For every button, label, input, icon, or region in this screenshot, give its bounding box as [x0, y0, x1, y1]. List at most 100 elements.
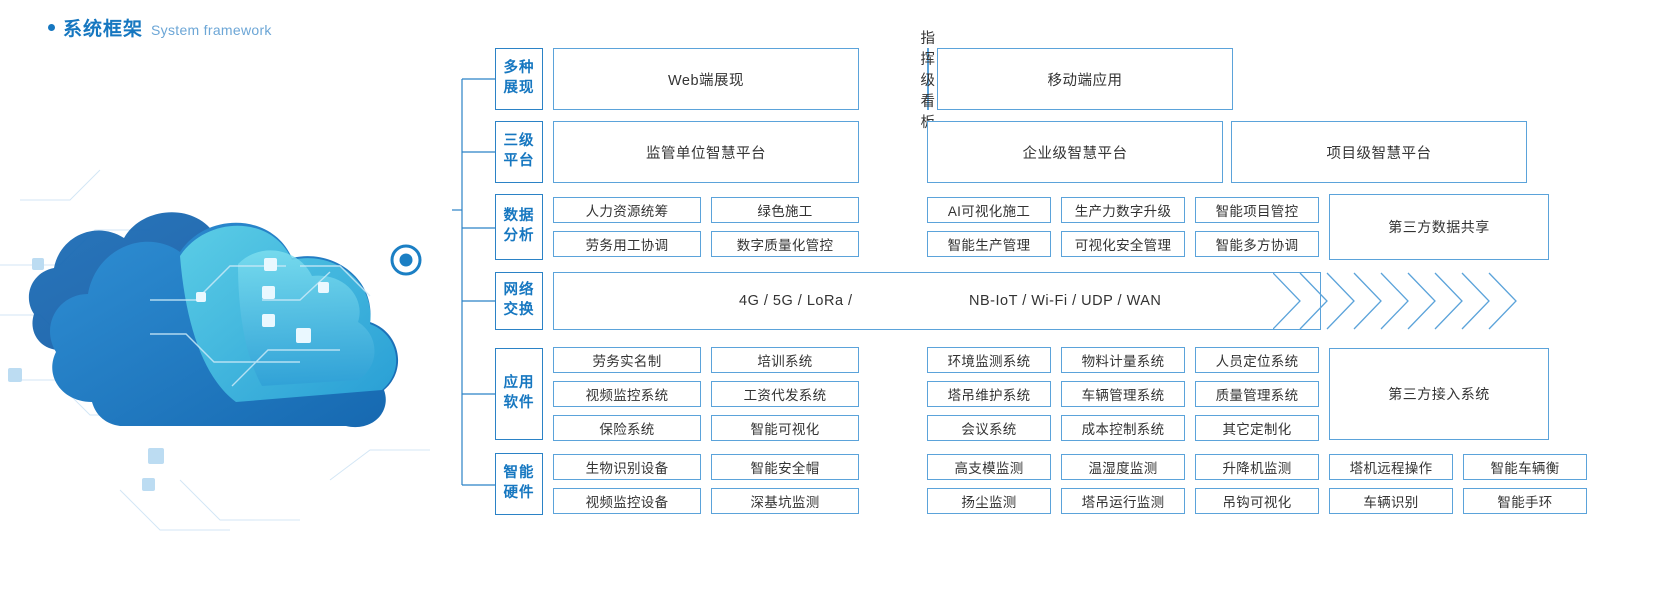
- cell-hoist-monitoring[interactable]: 升降机监测: [1195, 454, 1319, 480]
- box-third-party-data-sharing[interactable]: 第三方数据共享: [1329, 194, 1549, 260]
- network-protocol-band[interactable]: 4G / 5G / LoRa / NB-IoT / Wi-Fi / UDP / …: [553, 272, 1321, 330]
- cell-visual-safety-mgmt[interactable]: 可视化安全管理: [1061, 231, 1185, 257]
- cell-environment-monitoring[interactable]: 环境监测系统: [927, 347, 1051, 373]
- row-label-presentation: 多种 展现: [495, 48, 543, 110]
- grid-row: 生物识别设备 智能安全帽: [553, 454, 859, 480]
- hardware-mid-grid: 高支模监测 温湿度监测 升降机监测 扬尘监测 塔吊运行监测 吊钩可视化: [927, 453, 1319, 515]
- connector-tree: [452, 48, 552, 516]
- grid-row: 会议系统 成本控制系统 其它定制化: [927, 415, 1319, 441]
- cell-smart-wristband[interactable]: 智能手环: [1463, 488, 1587, 514]
- row-data-analysis: 数据 分析 人力资源统筹 绿色施工 劳务用工协调 数字质量化管控 AI可视化施工…: [495, 194, 1549, 260]
- row-presentation: 多种 展现 Web端展现 指挥级看板 移动端应用: [495, 30, 1233, 131]
- grid-row: AI可视化施工 生产力数字升级 智能项目管控: [927, 197, 1319, 223]
- data-analysis-left-grid: 人力资源统筹 绿色施工 劳务用工协调 数字质量化管控: [553, 194, 859, 260]
- network-protocols-group2: NB-IoT / Wi-Fi / UDP / WAN: [969, 293, 1162, 309]
- grid-row: 塔吊维护系统 车辆管理系统 质量管理系统: [927, 381, 1319, 407]
- cell-smart-multiparty-coord[interactable]: 智能多方协调: [1195, 231, 1319, 257]
- cell-productivity-upgrade[interactable]: 生产力数字升级: [1061, 197, 1185, 223]
- grid-row: 人力资源统筹 绿色施工: [553, 197, 859, 223]
- grid-row: 车辆识别 智能手环: [1329, 488, 1587, 514]
- cell-crane-operation-monitoring[interactable]: 塔吊运行监测: [1061, 488, 1185, 514]
- cell-vehicle-management[interactable]: 车辆管理系统: [1061, 381, 1185, 407]
- cell-material-metering[interactable]: 物料计量系统: [1061, 347, 1185, 373]
- box-supervisor-platform[interactable]: 监管单位智慧平台: [553, 121, 859, 183]
- cell-hr-planning[interactable]: 人力资源统筹: [553, 197, 701, 223]
- application-left-grid: 劳务实名制 培训系统 视频监控系统 工资代发系统 保险系统 智能可视化: [553, 347, 859, 441]
- cell-video-surveillance-device[interactable]: 视频监控设备: [553, 488, 701, 514]
- bullet-dot-icon: [48, 24, 55, 31]
- row-label-data-analysis: 数据 分析: [495, 194, 543, 260]
- grid-row: 劳务用工协调 数字质量化管控: [553, 231, 859, 257]
- cell-smart-project-control[interactable]: 智能项目管控: [1195, 197, 1319, 223]
- grid-row: 高支模监测 温湿度监测 升降机监测: [927, 454, 1319, 480]
- cell-digital-quality-control[interactable]: 数字质量化管控: [711, 231, 859, 257]
- row-label-line2: 软件: [503, 395, 535, 411]
- title-english: System framework: [151, 22, 272, 38]
- title-chinese: 系统框架: [63, 19, 144, 40]
- box-command-dashboard[interactable]: 指挥级看板: [920, 30, 936, 131]
- application-mid-grid: 环境监测系统 物料计量系统 人员定位系统 塔吊维护系统 车辆管理系统 质量管理系…: [927, 347, 1319, 441]
- box-web-presentation[interactable]: Web端展现: [553, 48, 859, 110]
- cell-labor-coordination[interactable]: 劳务用工协调: [553, 231, 701, 257]
- row-label-line1: 数据: [503, 208, 535, 225]
- row-label-platform: 三级 平台: [495, 121, 543, 183]
- grid-row: 扬尘监测 塔吊运行监测 吊钩可视化: [927, 488, 1319, 514]
- row-label-line2: 平台: [503, 153, 535, 169]
- cell-labor-realname[interactable]: 劳务实名制: [553, 347, 701, 373]
- page-title: 系统框架 System framework: [48, 14, 272, 41]
- cell-smart-helmet[interactable]: 智能安全帽: [711, 454, 859, 480]
- cell-other-customization[interactable]: 其它定制化: [1195, 415, 1319, 441]
- cloud-illustration: [0, 50, 470, 570]
- grid-row: 塔机远程操作 智能车辆衡: [1329, 454, 1587, 480]
- box-project-platform[interactable]: 项目级智慧平台: [1231, 121, 1527, 183]
- grid-row: 劳务实名制 培训系统: [553, 347, 859, 373]
- row-network-exchange: 网络 交换 4G / 5G / LoRa / NB-IoT / Wi-Fi / …: [495, 272, 1321, 330]
- row-label-smart-hardware: 智能 硬件: [495, 453, 543, 515]
- cell-smart-weighbridge[interactable]: 智能车辆衡: [1463, 454, 1587, 480]
- cell-hook-visualization[interactable]: 吊钩可视化: [1195, 488, 1319, 514]
- row-application-software: 应用 软件 劳务实名制 培训系统 视频监控系统 工资代发系统 保险系统 智能可视…: [495, 347, 1549, 441]
- row-label-line2: 硬件: [503, 485, 535, 501]
- cell-ai-visual-construction[interactable]: AI可视化施工: [927, 197, 1051, 223]
- cell-dust-monitoring[interactable]: 扬尘监测: [927, 488, 1051, 514]
- cell-insurance-system[interactable]: 保险系统: [553, 415, 701, 441]
- cell-quality-management[interactable]: 质量管理系统: [1195, 381, 1319, 407]
- cell-high-formwork-monitoring[interactable]: 高支模监测: [927, 454, 1051, 480]
- cell-payroll-system[interactable]: 工资代发系统: [711, 381, 859, 407]
- cell-temp-humidity-monitoring[interactable]: 温湿度监测: [1061, 454, 1185, 480]
- grid-row: 环境监测系统 物料计量系统 人员定位系统: [927, 347, 1319, 373]
- row-platform: 三级 平台 监管单位智慧平台 企业级智慧平台 项目级智慧平台: [495, 121, 1527, 183]
- box-enterprise-platform[interactable]: 企业级智慧平台: [927, 121, 1223, 183]
- cell-vehicle-recognition[interactable]: 车辆识别: [1329, 488, 1453, 514]
- row-label-line1: 智能: [503, 465, 535, 482]
- cell-deep-pit-monitoring[interactable]: 深基坑监测: [711, 488, 859, 514]
- cell-smart-production-mgmt[interactable]: 智能生产管理: [927, 231, 1051, 257]
- row-label-network-exchange: 网络 交换: [495, 272, 543, 330]
- grid-row: 智能生产管理 可视化安全管理 智能多方协调: [927, 231, 1319, 257]
- cell-video-surveillance-system[interactable]: 视频监控系统: [553, 381, 701, 407]
- grid-row: 保险系统 智能可视化: [553, 415, 859, 441]
- row-label-application-software: 应用 软件: [495, 348, 543, 440]
- cell-smart-visualization[interactable]: 智能可视化: [711, 415, 859, 441]
- data-analysis-mid-grid: AI可视化施工 生产力数字升级 智能项目管控 智能生产管理 可视化安全管理 智能…: [927, 194, 1319, 260]
- row-label-line2: 展现: [503, 80, 535, 96]
- cell-green-construction[interactable]: 绿色施工: [711, 197, 859, 223]
- network-protocols-group1: 4G / 5G / LoRa /: [739, 293, 853, 309]
- chevron-arrows-icon: [1272, 272, 1533, 330]
- row-label-line1: 多种: [503, 60, 535, 77]
- row-label-line2: 分析: [503, 228, 535, 244]
- cell-tower-crane-remote[interactable]: 塔机远程操作: [1329, 454, 1453, 480]
- cell-training-system[interactable]: 培训系统: [711, 347, 859, 373]
- cell-biometric-device[interactable]: 生物识别设备: [553, 454, 701, 480]
- cell-meeting-system[interactable]: 会议系统: [927, 415, 1051, 441]
- cell-cost-control[interactable]: 成本控制系统: [1061, 415, 1185, 441]
- cell-personnel-positioning[interactable]: 人员定位系统: [1195, 347, 1319, 373]
- grid-row: 视频监控系统 工资代发系统: [553, 381, 859, 407]
- row-label-line1: 网络: [503, 282, 535, 299]
- row-smart-hardware: 智能 硬件 生物识别设备 智能安全帽 视频监控设备 深基坑监测 高支模监测 温湿…: [495, 453, 1587, 515]
- box-third-party-access-system[interactable]: 第三方接入系统: [1329, 348, 1549, 440]
- box-mobile-app[interactable]: 移动端应用: [937, 48, 1233, 110]
- hardware-left-grid: 生物识别设备 智能安全帽 视频监控设备 深基坑监测: [553, 453, 859, 515]
- cell-crane-maintenance[interactable]: 塔吊维护系统: [927, 381, 1051, 407]
